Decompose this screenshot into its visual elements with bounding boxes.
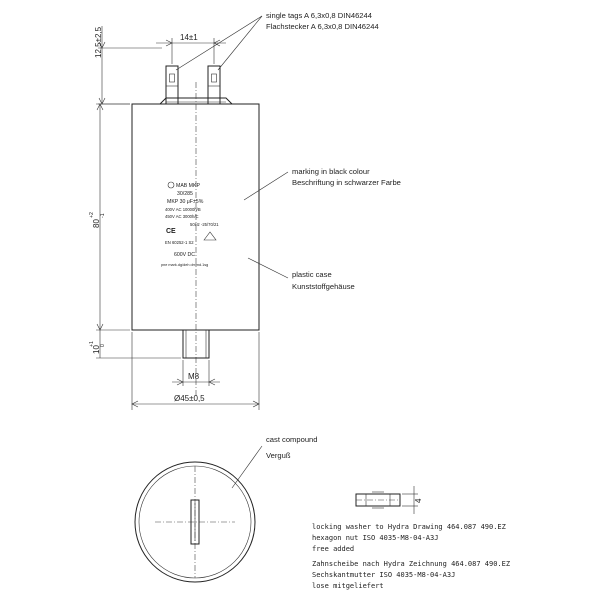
- case-outline-circle: [134, 461, 256, 583]
- label-line5: 50Hz -25/70/21: [190, 222, 219, 227]
- body-height-tol-lower: -1: [100, 213, 106, 218]
- washer-en-3: free added: [312, 545, 354, 553]
- label-line4: 450V AC 3000h/C: [165, 214, 199, 219]
- mounting-stud: [182, 329, 210, 359]
- arrow: [252, 400, 260, 408]
- stud-length-label: 10: [92, 345, 101, 354]
- compound-en: cast compound: [266, 435, 318, 444]
- stud-tol-upper: +1: [89, 341, 95, 347]
- thread-label: M8: [188, 372, 200, 381]
- arrow: [165, 39, 173, 47]
- right-tag: [207, 65, 221, 105]
- washer-de-2: Sechskantmutter ISO 4035-M8-04-A3J: [312, 571, 455, 579]
- case-en: plastic case: [292, 270, 332, 279]
- single-tags-de: Flachstecker A 6,3x0,8 DIN46244: [266, 22, 379, 31]
- arrow: [96, 103, 104, 111]
- tag-leader-2: [217, 15, 263, 71]
- single-tags-en: single tags A 6,3x0,8 DIN46244: [266, 11, 372, 20]
- label-line6: EN 60252-1 S2: [165, 240, 194, 245]
- body-height-label: 80: [92, 219, 101, 228]
- tag-spacing-label: 14±1: [180, 33, 198, 42]
- vde-triangle-icon: [203, 231, 217, 241]
- left-tag: [165, 65, 179, 105]
- label-line2: MKP 30 μF±5%: [167, 199, 204, 205]
- case-de: Kunststoffgehäuse: [292, 282, 355, 291]
- stud-tol-lower: 0: [100, 344, 106, 347]
- marking-leader: [243, 171, 289, 201]
- nut-height-label: 4: [414, 498, 423, 503]
- body-height-tol-upper: +2: [89, 212, 95, 218]
- washer-en-2: hexagon nut ISO 4035-M8-04-A3J: [312, 534, 438, 542]
- tag-leader-1: [175, 15, 263, 71]
- arrow: [208, 378, 216, 386]
- label-footer: pne mark.dg/deh dmmd.1sg: [161, 263, 208, 267]
- plan-tag-section: [190, 499, 200, 545]
- compound-leader: [231, 445, 263, 489]
- compound-de: Verguß: [266, 451, 291, 460]
- washer-de-3: lose mitgeliefert: [312, 582, 384, 590]
- arrow: [213, 39, 221, 47]
- arrow: [98, 41, 106, 49]
- tag-height-label: 12,5±2,5: [94, 26, 103, 58]
- nut-detail: 4: [355, 486, 423, 514]
- label-brand: MAB MKP: [176, 183, 200, 189]
- right-tag-slot: [211, 73, 217, 83]
- arrow: [176, 378, 184, 386]
- case-leader: [247, 257, 289, 279]
- capacitor-label: MAB MKP 30/285 MKP 30 μF±5% 400V AC 1000…: [161, 181, 219, 267]
- label-line3: 400V AC 10000h/B: [165, 207, 201, 212]
- washer-en-1: locking washer to Hydra Drawing 464.087 …: [312, 523, 506, 531]
- diameter-label: Ø45±0,5: [174, 394, 205, 403]
- washer-de-1: Zahnscheibe nach Hydra Zeichnung 464.087…: [312, 560, 510, 568]
- left-tag-slot: [169, 73, 175, 83]
- label-voltage-dc: 600V DC: [174, 252, 195, 258]
- marking-de: Beschriftung in schwarzer Farbe: [292, 178, 401, 187]
- marking-en: marking in black colour: [292, 167, 370, 176]
- label-ce: CE: [166, 228, 176, 235]
- arrow: [131, 400, 139, 408]
- label-line1: 30/285: [177, 191, 193, 197]
- brand-logo-icon: [167, 181, 175, 189]
